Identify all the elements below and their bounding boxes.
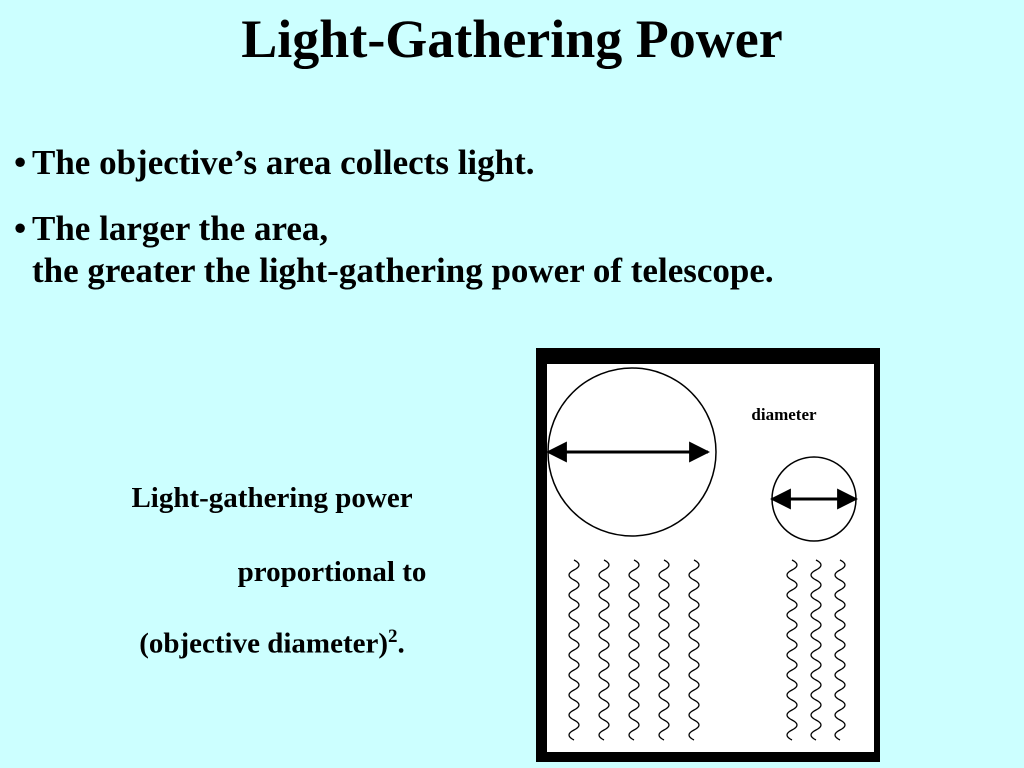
caption-line-2: proportional to bbox=[237, 556, 427, 588]
caption-line-1: Light-gathering power bbox=[131, 482, 413, 514]
light-wave bbox=[786, 559, 798, 741]
light-wave bbox=[628, 559, 640, 741]
light-wave bbox=[598, 559, 610, 741]
bullet-text-block: The larger the area, the greater the lig… bbox=[32, 208, 774, 292]
bullet-text-line2: the greater the light-gathering power of… bbox=[32, 251, 774, 290]
light-wave bbox=[688, 559, 700, 741]
bullet-item-area: • The objective’s area collects light. bbox=[14, 142, 535, 184]
caption-line-3: (objective diameter)2. bbox=[60, 626, 484, 661]
light-wave bbox=[568, 559, 580, 741]
light-waves-large bbox=[568, 559, 700, 741]
bullet-text: The objective’s area collects light. bbox=[32, 143, 535, 182]
caption-exponent: 2 bbox=[388, 626, 398, 647]
bullet-dot: • bbox=[14, 143, 27, 182]
diameter-label: diameter bbox=[751, 405, 817, 424]
bullet-text-line1: The larger the area, bbox=[32, 209, 329, 248]
light-wave bbox=[810, 559, 822, 741]
light-waves-small bbox=[786, 559, 846, 741]
bullet-item-larger-area: • The larger the area, the greater the l… bbox=[14, 208, 774, 292]
caption-formula: (objective diameter) bbox=[139, 627, 389, 660]
light-wave bbox=[658, 559, 670, 741]
light-wave bbox=[834, 559, 846, 741]
slide-title: Light-Gathering Power bbox=[241, 9, 783, 69]
caption-period: . bbox=[397, 627, 405, 660]
telescope-aperture-figure: diameter bbox=[536, 348, 880, 762]
bullet-dot: • bbox=[14, 209, 27, 248]
